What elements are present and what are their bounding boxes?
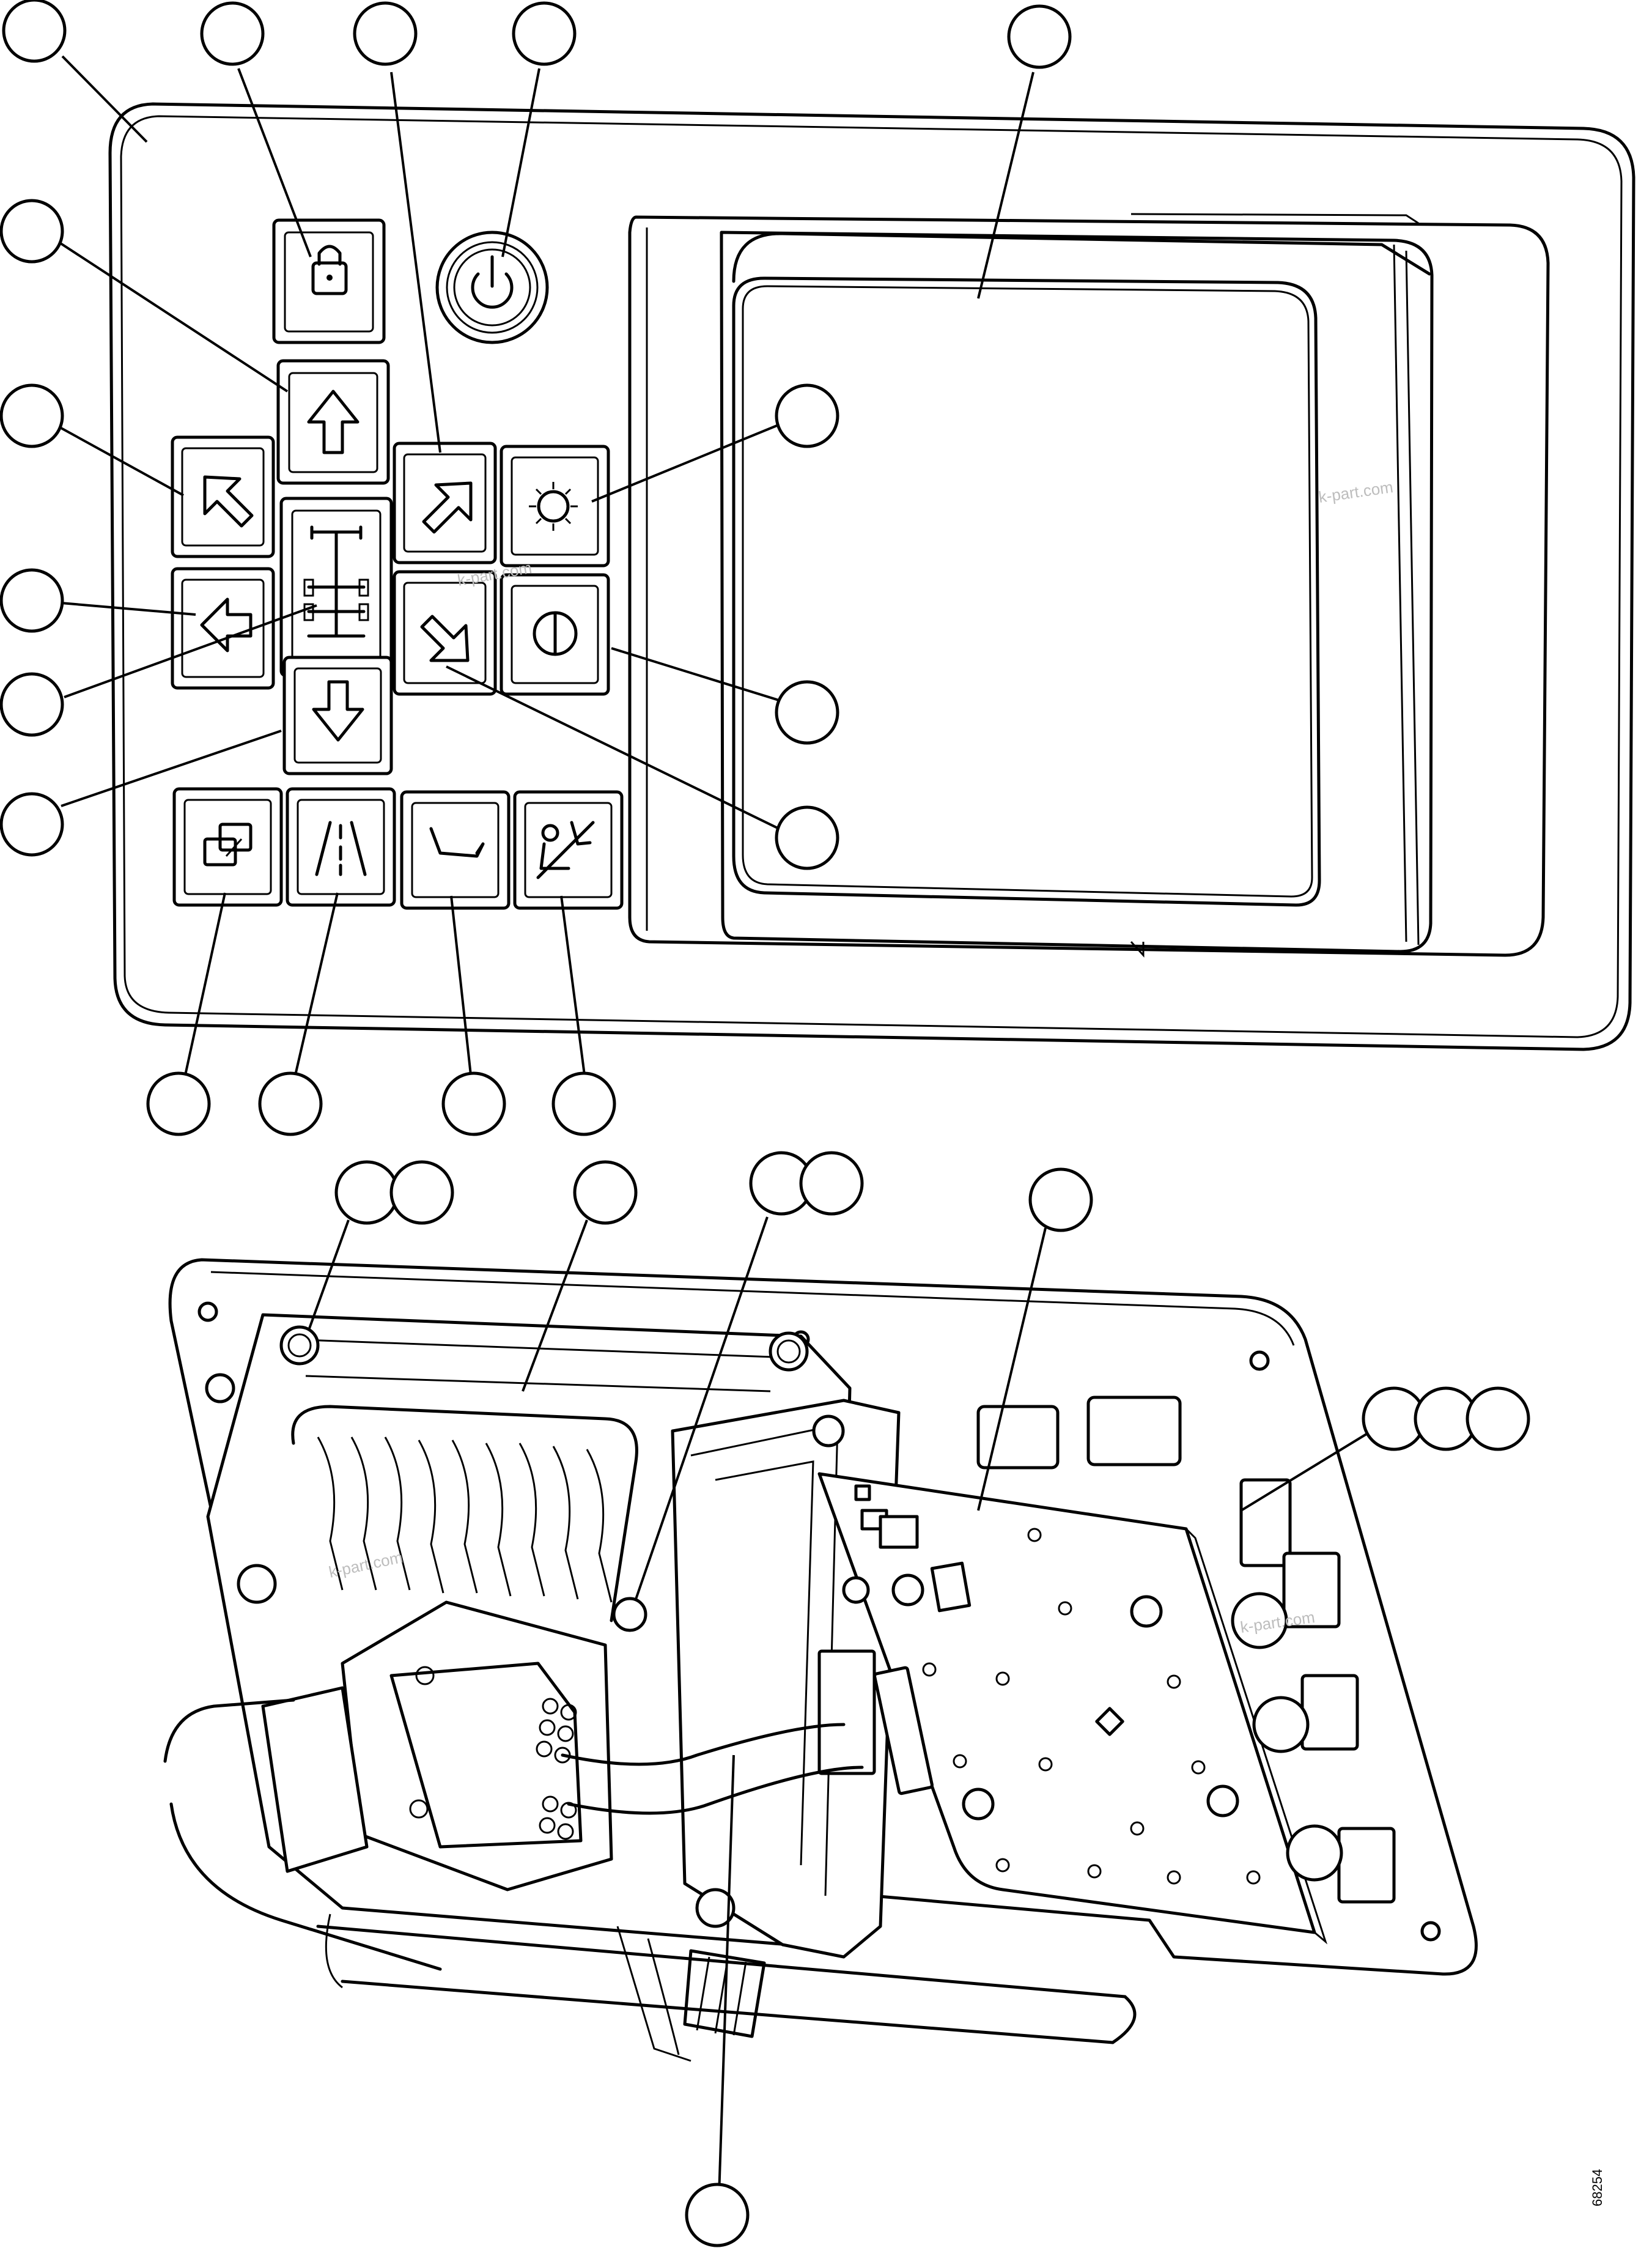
seat-icon [429,827,485,858]
callout-circle [0,199,64,264]
callouts-bottom [308,1151,1530,2247]
arrow-up-icon [307,390,360,454]
seatbelt-off-key[interactable] [513,790,624,910]
callout-circle [389,1160,454,1225]
callout-circle [200,1,265,66]
seatbelt-off-icon [536,821,595,879]
callout-circle [258,1071,323,1136]
axle-steering-icon [303,525,369,638]
callouts-top [0,0,1072,1136]
arrow-up-right-icon [422,481,473,534]
callout-circle [1028,1167,1093,1232]
arrow-left-key[interactable] [171,567,275,690]
arrow-down-right-key[interactable] [393,570,497,696]
road-icon [315,821,367,876]
half-circle-icon [533,611,578,656]
brightness-key[interactable] [500,445,610,568]
figure-code: 68254 [1590,2169,1605,2206]
callout-circle [334,1160,399,1225]
mounting-studs [205,1325,845,1928]
arrow-down-right-icon [420,615,470,662]
cable-harness [163,1698,1137,2062]
board-components [922,1528,1261,1885]
seat-key[interactable] [400,790,511,910]
callout-circle [1007,4,1072,69]
power-icon [471,255,514,309]
harness-connector [261,1600,613,1891]
arrow-left-icon [200,597,253,653]
axle-steering-key[interactable] [279,497,393,678]
sun-icon [529,482,578,531]
display-switch-key[interactable] [172,787,283,907]
connector-pins [536,1698,577,1840]
panel-front-view: k-part.com [108,102,1635,1051]
callout-circle [146,1071,211,1136]
padlock-icon [311,245,348,295]
arrow-up-right-key[interactable] [393,442,497,564]
callout-circle [551,1071,616,1136]
arrow-up-key[interactable] [276,359,390,485]
arrow-up-left-key[interactable] [171,435,275,558]
callout-circle [799,1151,864,1216]
callout-circle [353,1,418,66]
arrow-down-icon [312,680,364,742]
callout-circle [775,805,839,870]
callout-circle [0,672,64,737]
heat-sink [291,1405,638,1622]
callout-circle [0,383,64,448]
arrow-down-key[interactable] [282,656,393,775]
display-switch-icon [203,823,253,867]
panel-rear-view: k-part.com k-part.com [163,1258,1478,2062]
callout-circle [0,568,64,633]
callout-circle [775,680,839,745]
road-key[interactable] [286,787,396,907]
callout-circle [573,1160,638,1225]
callout-circle [1466,1386,1530,1451]
callout-circle [441,1071,506,1136]
callout-circle [512,1,577,66]
callout-circle [2,0,67,63]
power-button[interactable] [435,231,549,344]
watermark-text: k-part.com [1318,478,1395,506]
callout-circle [775,383,839,448]
callout-circle [685,2183,750,2247]
contrast-key[interactable] [500,573,610,696]
lock-key[interactable] [272,218,386,344]
display-screen [628,213,1550,958]
arrow-up-left-icon [203,475,254,528]
callout-circle [0,792,64,857]
circuit-board [817,1472,1328,1945]
